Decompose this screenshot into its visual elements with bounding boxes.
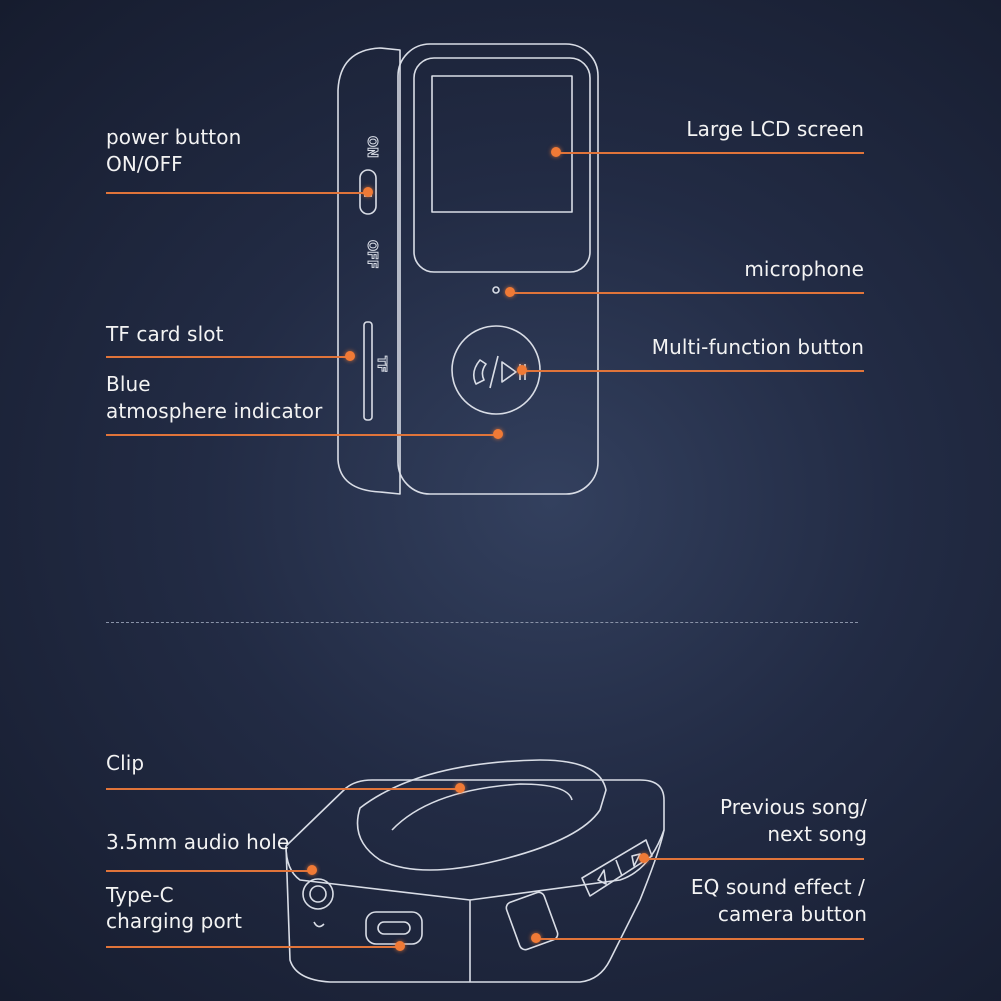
off-mark: OFF [364, 240, 379, 269]
label-power-button-line1: power button [106, 125, 242, 149]
player-front-face [397, 43, 599, 495]
leader-clip [106, 788, 460, 790]
label-multi-function-button: Multi-function button [651, 335, 864, 359]
label-power-button-line2: ON/OFF [106, 152, 183, 176]
lcd-bezel [413, 57, 591, 273]
label-tf-card-slot: TF card slot [106, 322, 224, 346]
marker-microphone [505, 287, 515, 297]
eq-button-outline [505, 891, 559, 951]
label-type-c-line2: charging port [106, 909, 243, 933]
leader-microphone [510, 292, 864, 294]
marker-eq-button [531, 933, 541, 943]
marker-type-c [395, 941, 405, 951]
leader-eq-button [536, 938, 864, 940]
label-eq-line2: camera button [717, 902, 867, 926]
label-prev-next-line2: next song [767, 822, 867, 846]
label-lcd-screen: Large LCD screen [686, 117, 864, 141]
label-blue-indicator-line2: atmosphere indicator [106, 399, 323, 423]
leader-blue-indicator [106, 434, 498, 436]
marker-clip [455, 783, 465, 793]
leader-type-c [106, 946, 400, 948]
marker-tf-card-slot [345, 351, 355, 361]
lcd-screen-outline [431, 75, 573, 213]
label-audio-hole: 3.5mm audio hole [106, 830, 290, 854]
leader-prev-next [644, 858, 864, 860]
prev-next-button-outline [581, 839, 653, 897]
player-base-body [285, 779, 665, 983]
leader-tf-card-slot [106, 356, 350, 358]
label-eq-line1: EQ sound effect / [690, 875, 865, 899]
leader-multi-function-button [522, 370, 864, 372]
leader-power-button [106, 192, 368, 194]
label-type-c-line1: Type-C [106, 883, 174, 907]
marker-lcd-screen [551, 147, 561, 157]
slash-mark [489, 355, 499, 389]
label-microphone: microphone [744, 257, 864, 281]
phone-icon [472, 359, 487, 385]
label-blue-indicator-line1: Blue [106, 372, 151, 396]
marker-power-button [363, 187, 373, 197]
section-divider [106, 622, 858, 623]
marker-prev-next [639, 853, 649, 863]
player-side-body [337, 47, 401, 495]
leader-audio-hole [106, 870, 312, 872]
leader-lcd-screen [556, 152, 864, 154]
audio-jack-outline [302, 878, 334, 910]
tf-mark: TF [375, 356, 389, 372]
label-prev-next-line1: Previous song/ [719, 795, 867, 819]
marker-multi-function-button [517, 365, 527, 375]
label-clip: Clip [106, 751, 145, 775]
type-c-port-outline [365, 911, 423, 945]
microphone-hole [492, 286, 500, 294]
clip-outline [356, 759, 607, 871]
tf-slot-outline [363, 321, 373, 421]
on-mark: ON [364, 136, 379, 158]
marker-audio-hole [307, 865, 317, 875]
marker-blue-indicator [493, 429, 503, 439]
play-icon [501, 361, 517, 383]
